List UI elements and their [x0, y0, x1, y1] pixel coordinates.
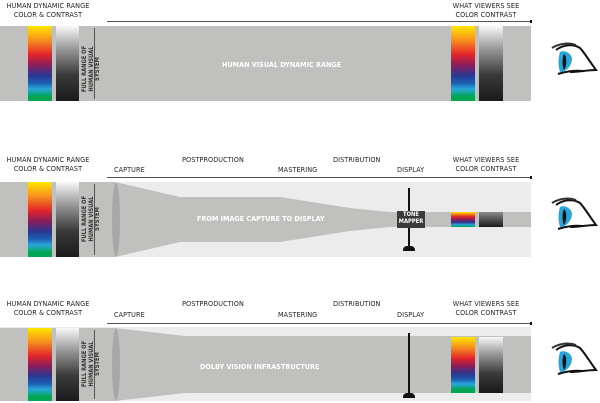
right-heading-line1: WHAT VIEWERS SEE	[452, 155, 520, 164]
stage-distribution: DISTRIBUTION	[333, 299, 381, 308]
stage-capture: CAPTURE	[114, 165, 145, 174]
left-heading: HUMAN DYNAMIC RANGE COLOR & CONTRAST	[0, 155, 96, 173]
right-heading-line2: COLOR CONTRAST	[455, 10, 517, 19]
vlabel-line3: SYSTEM	[95, 57, 101, 81]
full-range-label: FULL RANGE OF HUMAN VISUAL SYSTEM	[82, 34, 104, 104]
range-marker	[94, 28, 95, 99]
tone-mapper-box: TONE MAPPER	[397, 211, 425, 228]
stage-mastering: MASTERING	[278, 310, 318, 319]
viewer-color-swatch	[451, 212, 475, 227]
display-stand	[408, 333, 410, 395]
pipeline-funnel	[112, 328, 531, 401]
right-heading-line2: COLOR CONTRAST	[455, 164, 517, 173]
right-heading-line2: COLOR CONTRAST	[455, 308, 517, 317]
stage-mastering: MASTERING	[278, 165, 318, 174]
viewer-contrast-swatch	[479, 212, 503, 227]
range-marker	[94, 330, 95, 399]
full-range-label: FULL RANGE OF HUMAN VISUAL SYSTEM	[82, 184, 104, 254]
eye-icon	[551, 342, 598, 375]
stage-postproduction: POSTPRODUCTION	[182, 155, 244, 164]
stage-distribution: DISTRIBUTION	[333, 155, 381, 164]
right-heading: WHAT VIEWERS SEE COLOR CONTRAST	[438, 155, 534, 173]
stage-display: DISPLAY	[397, 165, 425, 174]
center-label: FROM IMAGE CAPTURE TO DISPLAY	[197, 214, 325, 223]
stage-capture: CAPTURE	[114, 310, 145, 319]
viewer-color-swatch	[451, 26, 475, 101]
left-heading: HUMAN DYNAMIC RANGE COLOR & CONTRAST	[0, 299, 96, 317]
full-range-label: FULL RANGE OF HUMAN VISUAL SYSTEM	[82, 329, 104, 399]
timeline-arrow	[107, 322, 532, 325]
pipeline-funnel	[112, 182, 531, 257]
right-heading: WHAT VIEWERS SEE COLOR CONTRAST	[438, 299, 534, 317]
stage-display: DISPLAY	[397, 310, 425, 319]
tone-mapper-line1: TONE	[403, 212, 419, 218]
color-spectrum-swatch	[28, 182, 52, 257]
dynamic-range-band	[0, 26, 531, 101]
left-heading-line1: HUMAN DYNAMIC RANGE	[6, 1, 90, 10]
vlabel-line3: SYSTEM	[95, 207, 101, 231]
right-heading-line1: WHAT VIEWERS SEE	[452, 299, 520, 308]
left-heading-line2: COLOR & CONTRAST	[13, 308, 83, 317]
left-heading-line1: HUMAN DYNAMIC RANGE	[6, 155, 90, 164]
contrast-gradient-swatch	[56, 182, 79, 257]
timeline-arrow	[107, 20, 532, 23]
tone-mapper-line2: MAPPER	[398, 219, 424, 225]
left-heading-line1: HUMAN DYNAMIC RANGE	[6, 299, 90, 308]
right-heading-line1: WHAT VIEWERS SEE	[452, 1, 520, 10]
range-marker	[94, 184, 95, 255]
viewer-contrast-swatch	[479, 337, 503, 393]
display-base	[403, 246, 415, 251]
contrast-gradient-swatch	[56, 26, 79, 101]
left-heading-line2: COLOR & CONTRAST	[13, 164, 83, 173]
center-label: HUMAN VISUAL DYNAMIC RANGE	[222, 60, 342, 69]
eye-icon	[551, 197, 598, 230]
left-heading-line2: COLOR & CONTRAST	[13, 10, 83, 19]
stage-postproduction: POSTPRODUCTION	[182, 299, 244, 308]
eye-icon	[551, 42, 598, 75]
center-label: DOLBY VISION INFRASTRUCTURE	[200, 362, 320, 371]
right-heading: WHAT VIEWERS SEE COLOR CONTRAST	[438, 1, 534, 19]
viewer-color-swatch	[451, 337, 475, 393]
color-spectrum-swatch	[28, 328, 52, 401]
timeline-arrow	[107, 176, 532, 179]
vlabel-line3: SYSTEM	[95, 352, 101, 376]
color-spectrum-swatch	[28, 26, 52, 101]
contrast-gradient-swatch	[56, 328, 79, 401]
viewer-contrast-swatch	[479, 26, 503, 101]
left-heading: HUMAN DYNAMIC RANGE COLOR & CONTRAST	[0, 1, 96, 19]
display-base	[403, 393, 415, 398]
